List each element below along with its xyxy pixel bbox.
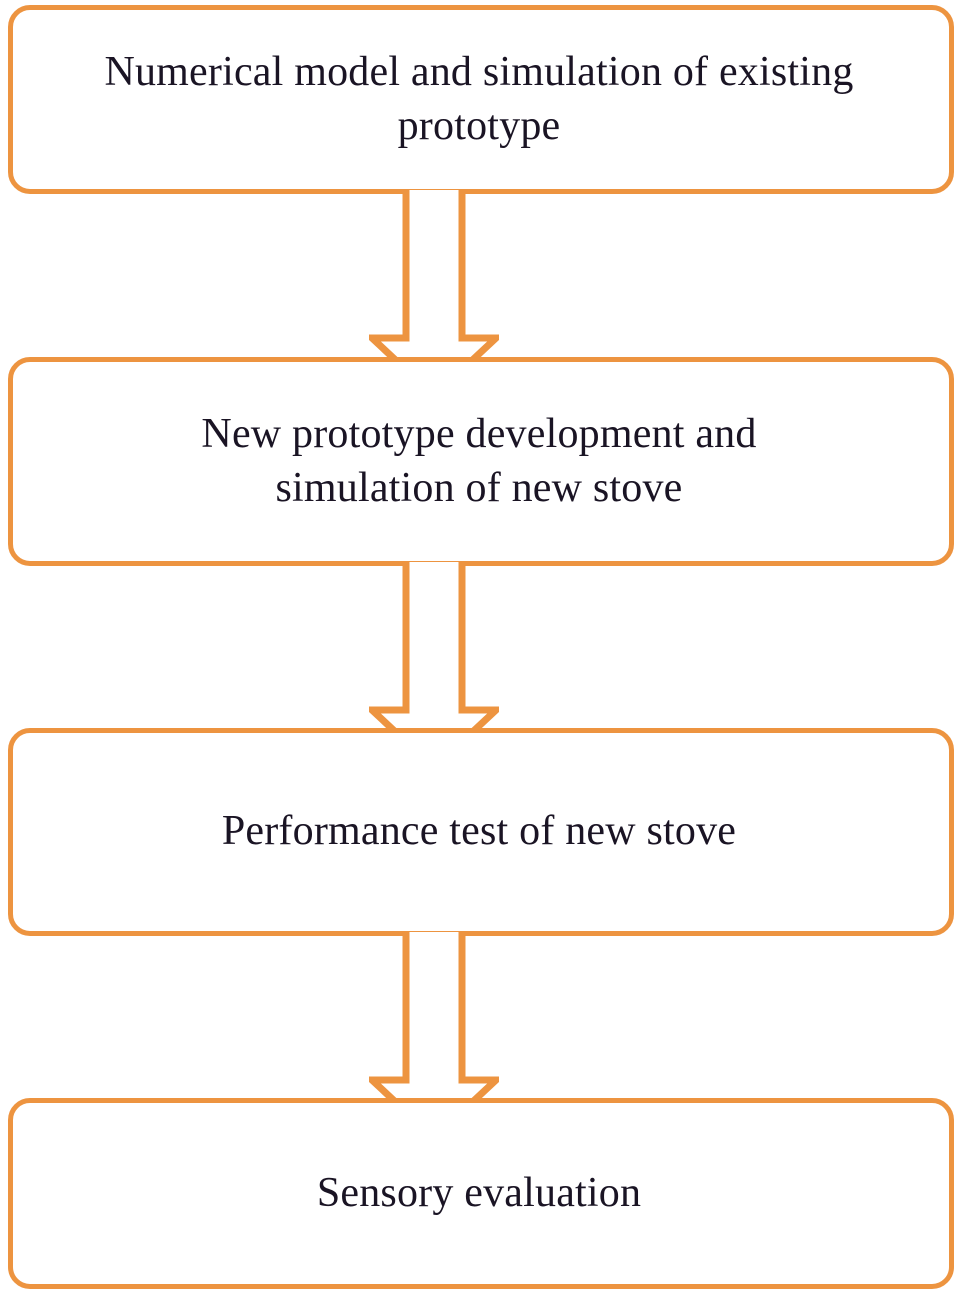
arrow-down-icon [372, 190, 496, 362]
flowchart-node-sensory-evaluation[interactable]: Sensory evaluation [8, 1098, 954, 1289]
flow-arrow-1 [369, 190, 499, 362]
flow-arrow-3 [369, 932, 499, 1104]
flow-arrow-2 [369, 562, 499, 734]
node-label: Performance test of new stove [221, 808, 737, 855]
arrow-down-icon [372, 932, 496, 1104]
node-label: Numerical model and simulation of existi… [104, 48, 854, 149]
flowchart-node-new-prototype[interactable]: New prototype development and simulation… [8, 357, 954, 566]
flowchart-node-performance-test[interactable]: Performance test of new stove [8, 728, 954, 936]
arrow-down-icon [372, 562, 496, 734]
node-label: New prototype development and simulation… [201, 410, 757, 511]
node-label: Sensory evaluation [316, 1169, 642, 1216]
flowchart-node-numerical-model[interactable]: Numerical model and simulation of existi… [8, 5, 954, 194]
